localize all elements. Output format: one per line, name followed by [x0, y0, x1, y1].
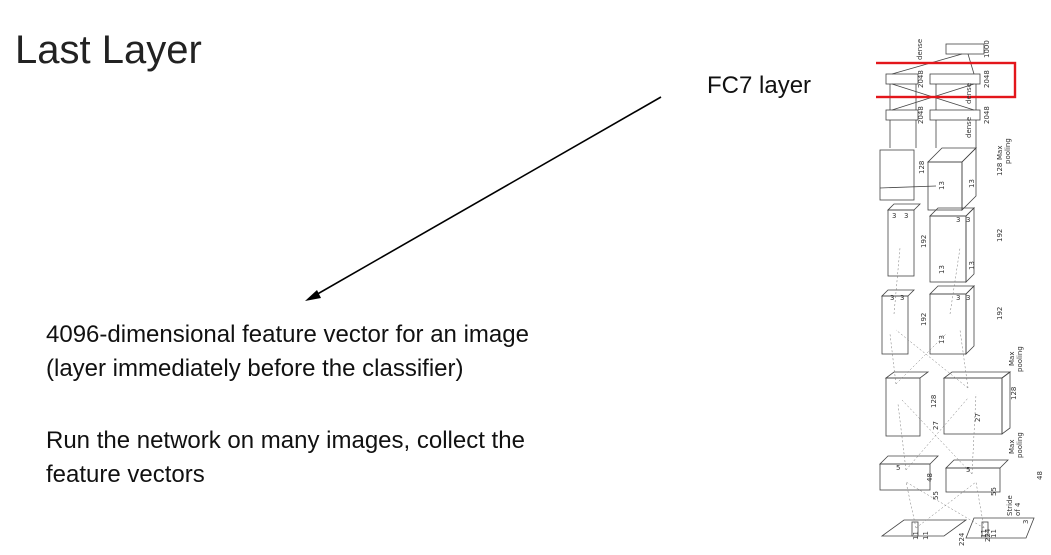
label-55-a: 55 — [932, 491, 940, 500]
label-3-b: 3 — [904, 212, 908, 220]
label-11-d: 11 — [990, 529, 998, 538]
feature-vector-line-1: 4096-dimensional feature vector for an i… — [46, 321, 529, 348]
label-max-top: Max — [996, 146, 1004, 160]
label-2048-c: 2048 — [917, 106, 925, 124]
label-3-input: 3 — [1022, 520, 1030, 524]
fc6-box-left — [885, 109, 919, 121]
fc7-box-right — [929, 73, 981, 85]
feature-vector-line-2: (layer immediately before the classifier… — [46, 355, 464, 382]
label-dense-top: dense — [916, 39, 924, 60]
label-192-c: 192 — [920, 313, 928, 326]
label-55-b: 55 — [990, 487, 998, 496]
fc7-box-left — [885, 73, 919, 85]
label-max-mid: Max — [1008, 352, 1016, 366]
label-3-f: 3 — [900, 294, 904, 302]
label-13-e: 13 — [938, 335, 946, 344]
label-of-4: of 4 — [1014, 502, 1022, 516]
label-3-c: 3 — [956, 216, 960, 224]
label-3-h: 3 — [966, 294, 970, 302]
fc7-highlight-box — [876, 61, 1017, 99]
label-128-a: 128 — [918, 161, 926, 174]
label-27-b: 27 — [974, 413, 982, 422]
label-128-c: 128 — [930, 395, 938, 408]
label-max-low: Max — [1008, 440, 1016, 454]
label-stride: Stride — [1006, 495, 1014, 516]
label-13-c: 13 — [938, 265, 946, 274]
collect-features-line-2: feature vectors — [46, 461, 205, 488]
label-3-d: 3 — [966, 216, 970, 224]
collect-features-line-1: Run the network on many images, collect … — [46, 427, 525, 454]
label-dense-fc7: dense — [965, 83, 973, 104]
label-27-a: 27 — [932, 421, 940, 430]
label-dense-fc6: dense — [965, 117, 973, 138]
label-2048-d: 2048 — [983, 106, 991, 124]
label-5-a: 5 — [896, 464, 900, 472]
label-192-b: 192 — [996, 229, 1004, 242]
label-13-b: 13 — [968, 179, 976, 188]
label-224-b: 224 — [984, 528, 992, 542]
label-pooling-mid: pooling — [1016, 346, 1024, 372]
label-11-a: 11 — [912, 531, 920, 540]
label-1000: 1000 — [983, 40, 991, 58]
dense-output-box — [945, 43, 985, 55]
slide-title: Last Layer — [15, 28, 202, 72]
label-3-e: 3 — [890, 294, 894, 302]
collect-features-description: Run the network on many images, collect … — [46, 424, 525, 492]
input-image-slab-right — [965, 517, 1035, 539]
label-2048-a: 2048 — [917, 70, 925, 88]
label-192-d: 192 — [996, 307, 1004, 320]
label-3-g: 3 — [956, 294, 960, 302]
label-128-d: 128 — [1010, 387, 1018, 400]
conv4-block-right — [929, 215, 967, 283]
label-13-d: 13 — [968, 261, 976, 270]
feature-vector-description: 4096-dimensional feature vector for an i… — [46, 318, 529, 386]
label-pooling-low: pooling — [1016, 432, 1024, 458]
alexnet-architecture-diagram: dense 1000 2048 dense 2048 2048 dense 20… — [876, 39, 1044, 546]
conv2-block-right — [943, 377, 1003, 435]
input-image-slab-left — [880, 519, 968, 537]
label-128-b: 128 — [996, 163, 1004, 176]
conv1-block-left — [879, 463, 931, 491]
label-192-a: 192 — [920, 235, 928, 248]
label-2048-b: 2048 — [983, 70, 991, 88]
fc7-layer-callout: FC7 layer — [707, 72, 812, 99]
label-48-a: 48 — [926, 473, 934, 482]
label-pooling-top: pooling — [1004, 138, 1012, 164]
label-11-c: 11 — [980, 529, 988, 538]
conv3-block-right — [929, 293, 967, 355]
fc6-box-right — [929, 109, 981, 121]
label-224-a: 224 — [958, 532, 966, 546]
label-48-b: 48 — [1036, 471, 1044, 480]
label-3-a: 3 — [892, 212, 896, 220]
label-11-b: 11 — [922, 531, 930, 540]
label-5-b: 5 — [966, 466, 970, 474]
label-13-a: 13 — [938, 181, 946, 190]
conv5-block-left — [879, 149, 915, 201]
conv2-block-left — [885, 377, 921, 437]
